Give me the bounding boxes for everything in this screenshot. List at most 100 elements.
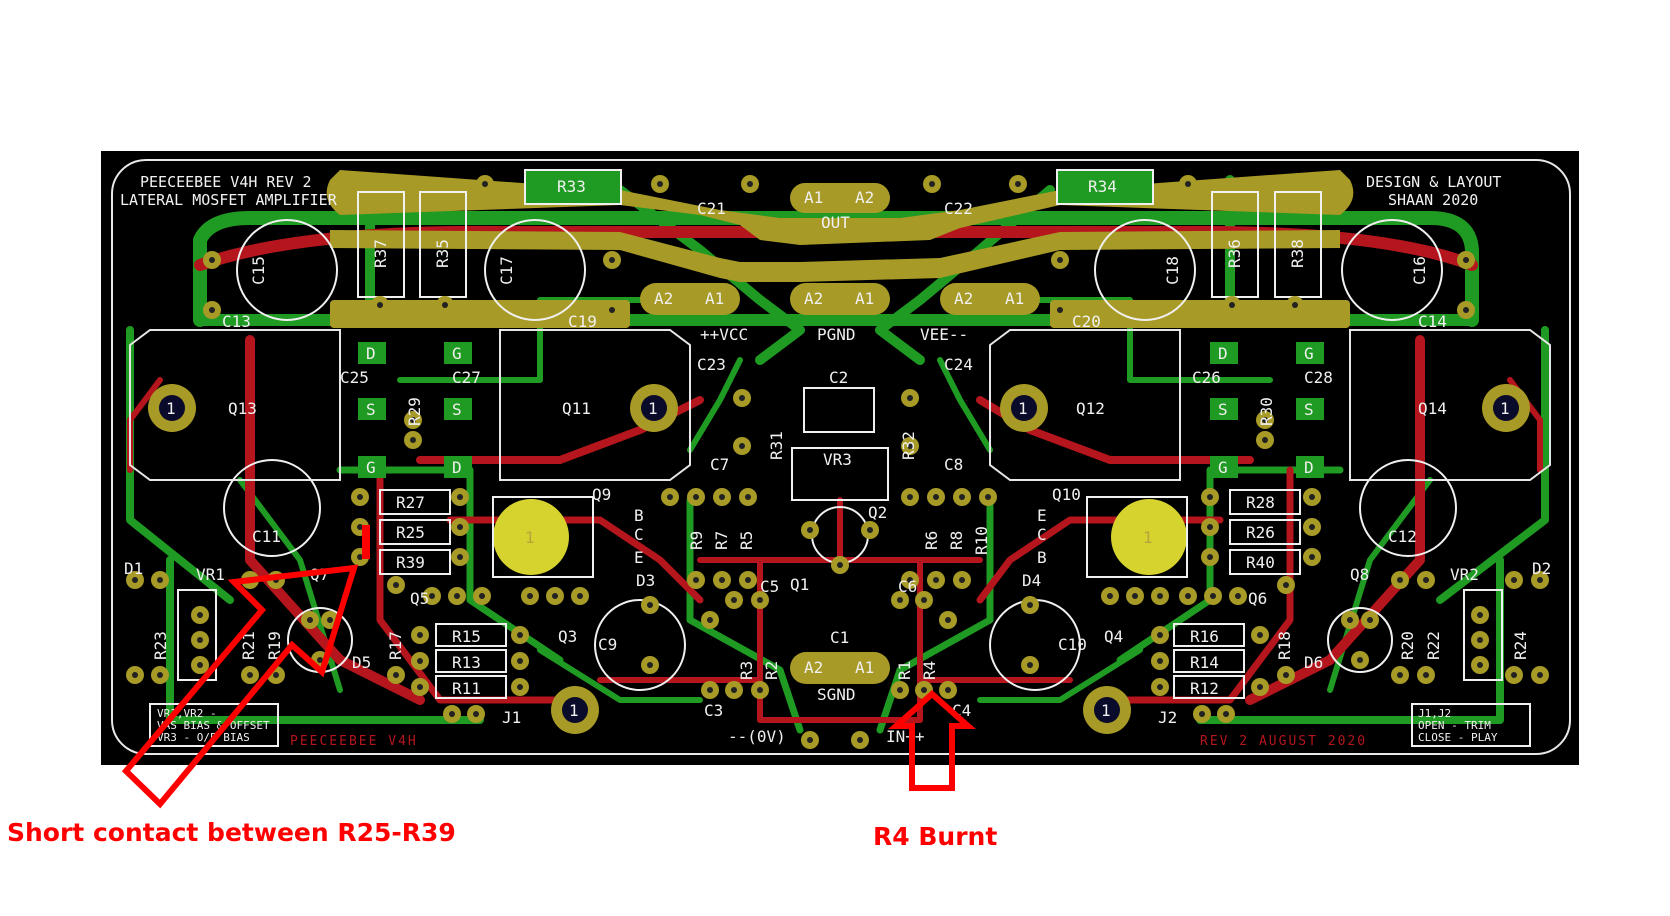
- ref-r22: R22: [1424, 631, 1443, 660]
- short-arrow: [121, 564, 359, 809]
- pad-vcc-a2: A2: [654, 289, 673, 308]
- pad-hole: [907, 577, 913, 583]
- pad-hole: [454, 593, 460, 599]
- ref-d5: D5: [352, 653, 371, 672]
- ref-q11: Q11: [562, 399, 591, 418]
- pad-hole: [945, 687, 951, 693]
- title-line-2: LATERAL MOSFET AMPLIFIER: [120, 191, 338, 209]
- pad-hole: [1157, 593, 1163, 599]
- short-marker: [362, 525, 370, 559]
- ref-c7: C7: [710, 455, 729, 474]
- pad-hole: [457, 554, 463, 560]
- pad-hole: [552, 593, 558, 599]
- pad-hole: [457, 524, 463, 530]
- pad-hole: [1107, 593, 1113, 599]
- ref-c17: C17: [497, 256, 516, 285]
- pad-hole: [307, 617, 313, 623]
- ref-r38: R38: [1288, 239, 1307, 268]
- pad-hole: [921, 597, 927, 603]
- pad-hole: [482, 181, 488, 187]
- ref-r4: R4: [920, 661, 939, 680]
- pad-hole: [933, 577, 939, 583]
- pad-hole: [647, 602, 653, 608]
- ref-c19: C19: [568, 312, 597, 331]
- ref-d2: D2: [1532, 559, 1551, 578]
- ref-q5: Q5: [410, 589, 429, 608]
- pad-hole: [1367, 617, 1373, 623]
- pad-hole: [410, 417, 416, 423]
- pad-hole: [1027, 662, 1033, 668]
- ref-r1: R1: [895, 661, 914, 680]
- pad-hole: [1292, 302, 1298, 308]
- ref-r16: R16: [1190, 627, 1219, 646]
- ref-q10: Q10: [1052, 485, 1081, 504]
- ref-r30: R30: [1257, 397, 1276, 426]
- net-pgnd: PGND: [817, 325, 856, 344]
- pad-hole: [1309, 524, 1315, 530]
- q10-pin-b: B: [1037, 548, 1047, 567]
- pad-hole: [417, 632, 423, 638]
- pad-hole: [1283, 672, 1289, 678]
- q12-pin-g: G: [1218, 458, 1228, 477]
- ref-c23: C23: [697, 355, 726, 374]
- q9-pin-b: B: [634, 506, 644, 525]
- silk-bottom-left: PEECEEBEE V4H: [290, 734, 418, 749]
- q12-pin-d: D: [1218, 344, 1228, 363]
- pad-hole: [745, 494, 751, 500]
- q10-pin-c: C: [1037, 525, 1047, 544]
- ref-vr1: VR1: [196, 565, 225, 584]
- pad-hole: [907, 494, 913, 500]
- pad-sgnd-a2: A2: [804, 658, 823, 677]
- ref-q9: Q9: [592, 485, 611, 504]
- pad-hole: [1157, 658, 1163, 664]
- q9-pin-c: C: [634, 525, 644, 544]
- pad-hole: [1283, 582, 1289, 588]
- ref-q6: Q6: [1248, 589, 1267, 608]
- pad-hole: [745, 577, 751, 583]
- ref-c8: C8: [944, 455, 963, 474]
- ref-c28: C28: [1304, 368, 1333, 387]
- ref-c13: C13: [222, 312, 251, 331]
- ref-r27: R27: [396, 493, 425, 512]
- ref-r3: R3: [737, 661, 756, 680]
- ref-r18: R18: [1275, 631, 1294, 660]
- heatsink-pad-1-a: 1: [525, 528, 535, 547]
- ref-j1: J1: [502, 708, 521, 727]
- pad-hole: [897, 687, 903, 693]
- pad-hole: [807, 527, 813, 533]
- ref-r8: R8: [947, 531, 966, 550]
- pad-vcc-a1: A1: [705, 289, 724, 308]
- ref-r36: R36: [1225, 239, 1244, 268]
- q14-pin-s: S: [1304, 400, 1314, 419]
- pad-hole: [1015, 181, 1021, 187]
- pad-hole: [247, 672, 253, 678]
- ref-q2: Q2: [868, 503, 887, 522]
- pad-hole: [1210, 593, 1216, 599]
- pad-hole: [837, 562, 843, 568]
- net-sgnd: SGND: [817, 685, 856, 704]
- pad-hole: [693, 577, 699, 583]
- pad-hole: [929, 181, 935, 187]
- pad-hole: [417, 684, 423, 690]
- q13-pin-s: S: [366, 400, 376, 419]
- pad-pgnd-a1: A1: [855, 289, 874, 308]
- pad-hole: [907, 395, 913, 401]
- ref-c2: C2: [829, 368, 848, 387]
- pad-hole: [317, 657, 323, 663]
- ref-q12: Q12: [1076, 399, 1105, 418]
- q9-pin-e: E: [634, 548, 644, 567]
- pad-hole: [1185, 593, 1191, 599]
- q12-pin-s: S: [1218, 400, 1228, 419]
- pad-hole: [273, 672, 279, 678]
- pad-hole: [1463, 257, 1469, 263]
- pad-hole: [985, 494, 991, 500]
- pad-hole: [1477, 662, 1483, 668]
- q11-pin-s: S: [452, 400, 462, 419]
- ref-r31: R31: [767, 431, 786, 460]
- net-out: OUT: [821, 213, 850, 232]
- pad-hole: [609, 257, 615, 263]
- mount-hole-1-c: 1: [1018, 399, 1028, 418]
- ref-c22: C22: [944, 199, 973, 218]
